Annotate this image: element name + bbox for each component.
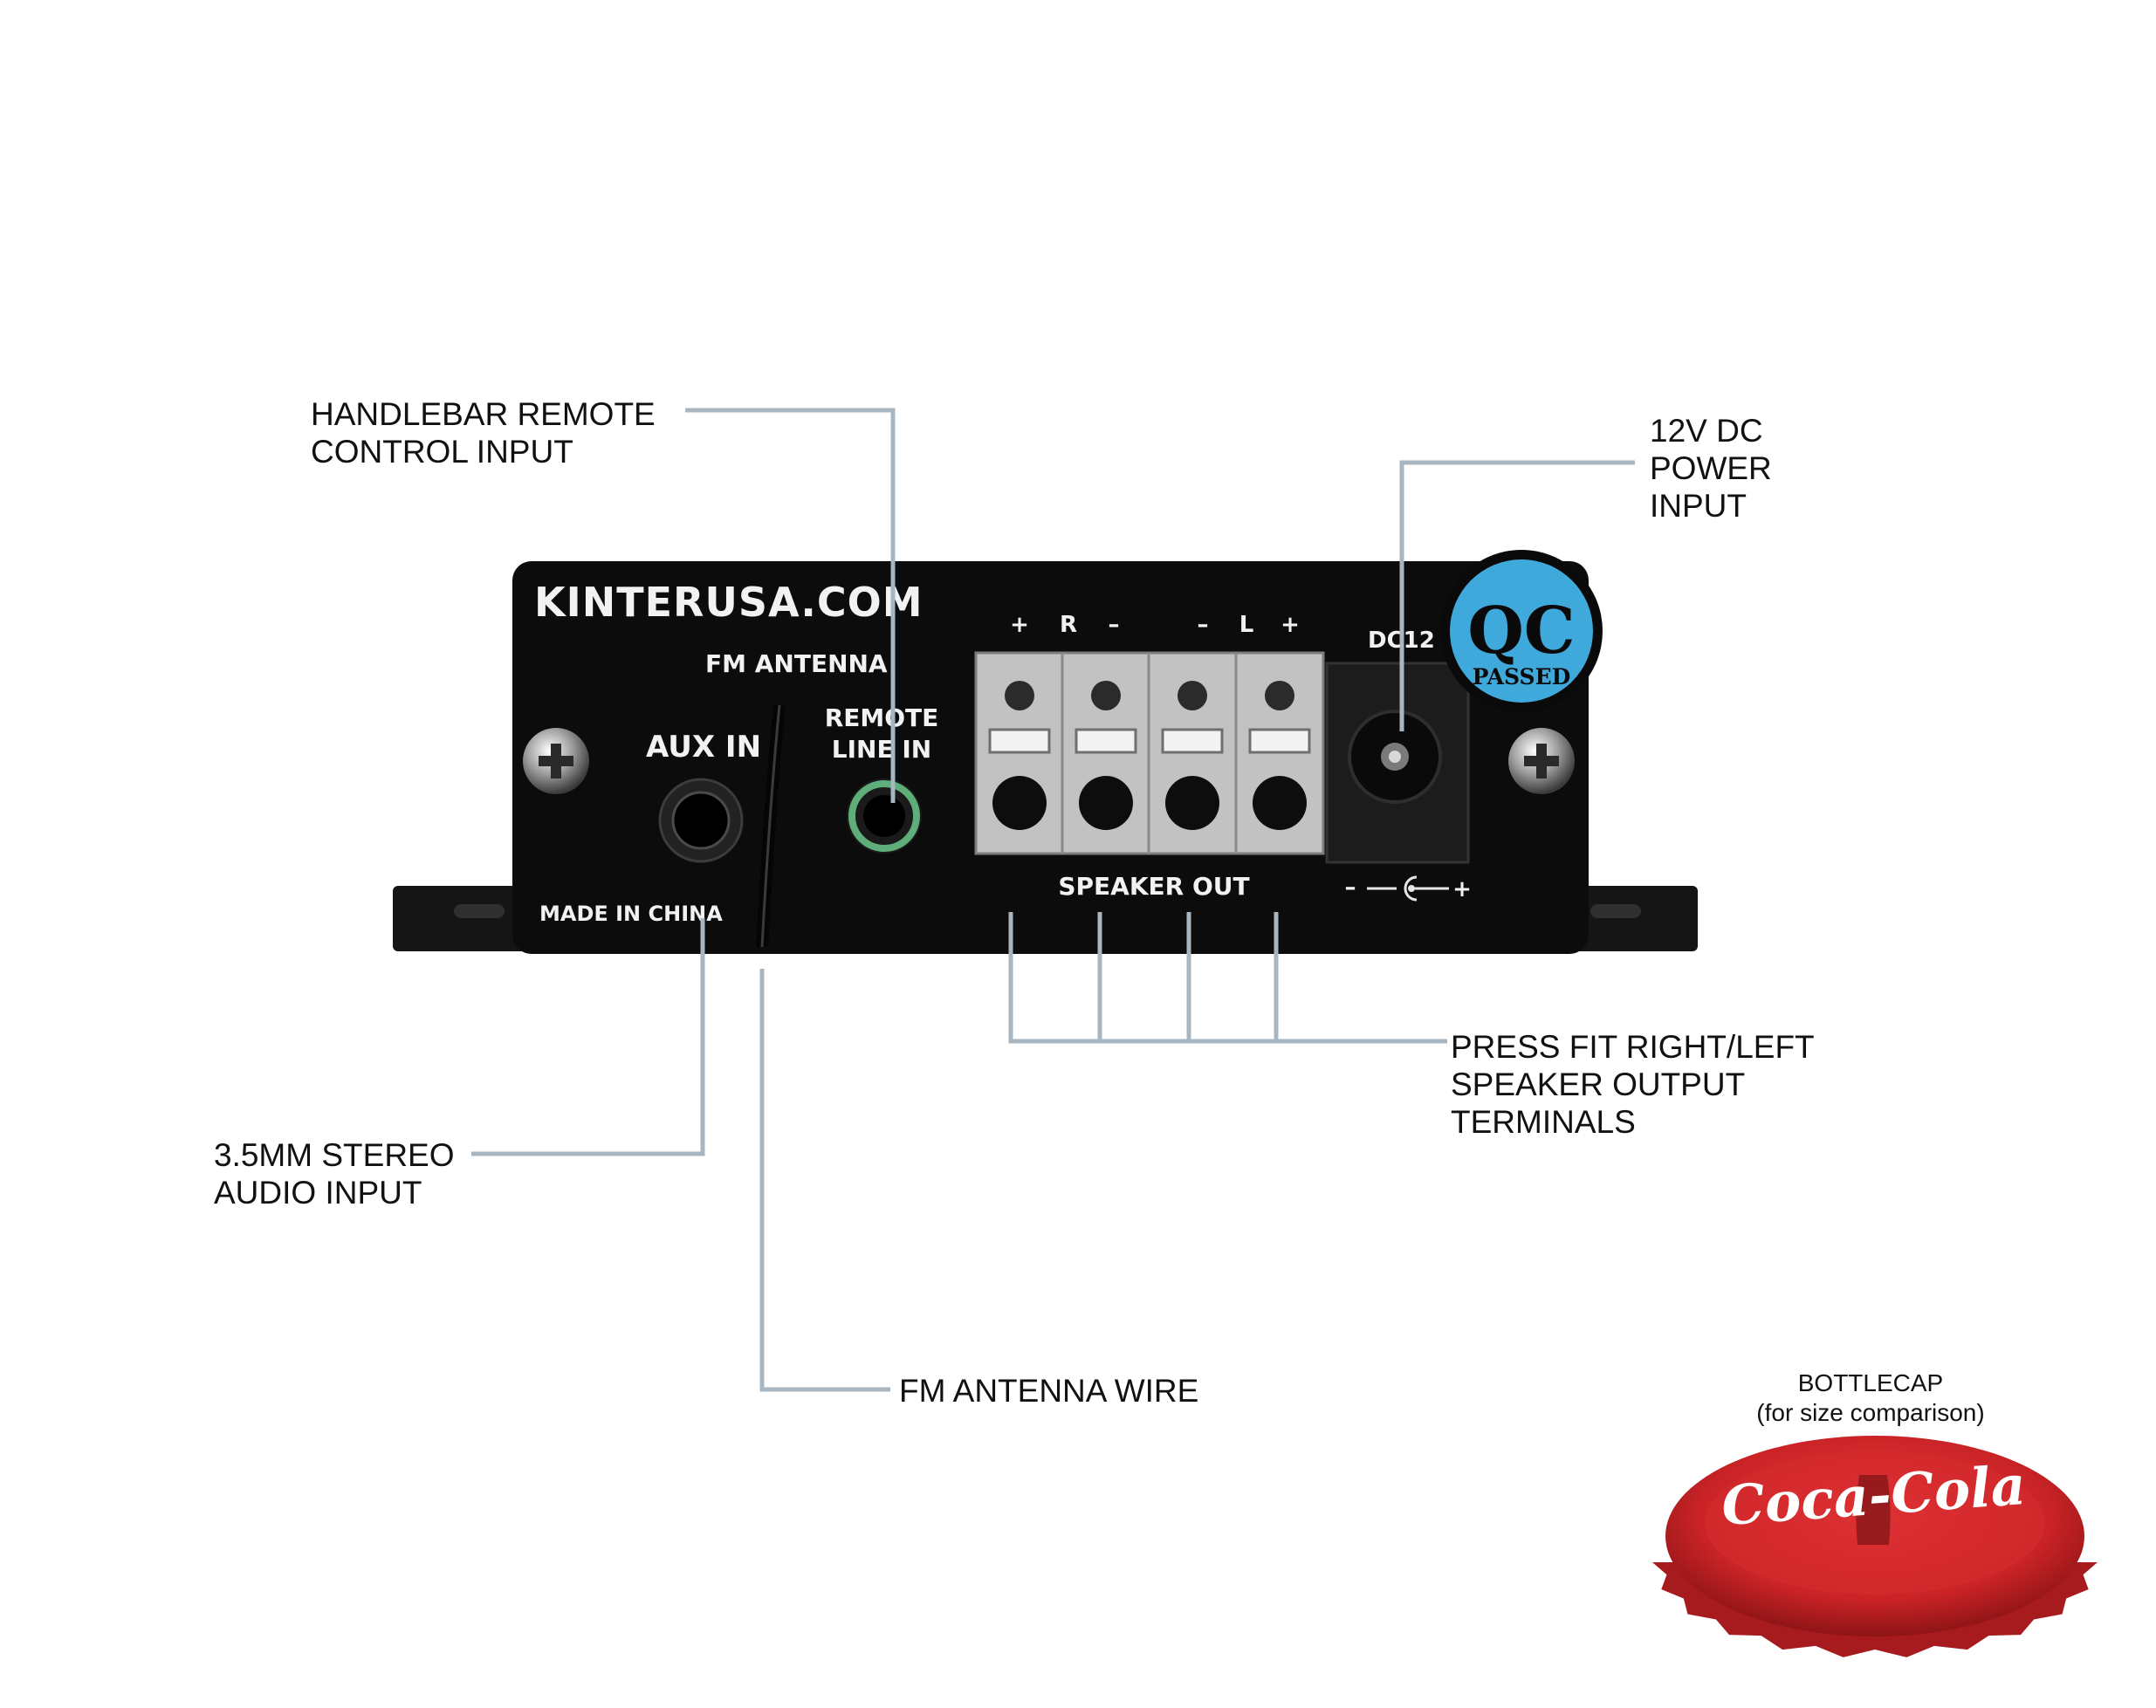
terminal-sign-r: R xyxy=(1060,612,1077,638)
callout-power-line2: POWER xyxy=(1650,450,1772,486)
brand-text: KINTERUSA.COM xyxy=(534,579,924,626)
callout-power-line3: INPUT xyxy=(1650,488,1747,524)
speaker-terminal xyxy=(988,681,1051,830)
callout-stereo-line1: 3.5MM STEREO xyxy=(214,1137,455,1173)
callout-stereo-input: 3.5MM STEREO AUDIO INPUT xyxy=(214,1137,455,1211)
screw-right xyxy=(1508,728,1575,794)
speaker-terminal xyxy=(1248,681,1311,830)
leader-power-input xyxy=(1399,460,1635,731)
leader-handlebar-remote xyxy=(685,408,896,803)
qc-text: QC xyxy=(1467,593,1575,669)
callout-handlebar-line1: HANDLEBAR REMOTE xyxy=(311,396,656,432)
leader-speaker-main xyxy=(1008,912,1447,1044)
dc-power-jack xyxy=(1325,662,1470,864)
callout-handlebar-remote: HANDLEBAR REMOTE CONTROL INPUT xyxy=(311,396,656,470)
bottlecap-label-line2: (for size comparison) xyxy=(1756,1399,1984,1426)
flange-slot-right xyxy=(1590,904,1641,918)
callout-speaker-line2: SPEAKER OUTPUT xyxy=(1451,1067,1745,1102)
leader-antenna-wire xyxy=(759,969,890,1392)
speaker-terminal-block xyxy=(974,651,1325,855)
polarity-minus: – xyxy=(1345,875,1356,901)
speaker-terminal xyxy=(1161,681,1224,830)
terminal-sign-l-minus: – xyxy=(1198,612,1209,638)
bottlecap-image: Coca-Cola xyxy=(1652,1436,2098,1657)
polarity-symbol: – + xyxy=(1345,875,1472,902)
made-in-label: MADE IN CHINA xyxy=(539,902,723,926)
leader-stereo-input xyxy=(471,918,705,1156)
leader-lines xyxy=(471,408,1635,1392)
callout-speaker-terminals: PRESS FIT RIGHT/LEFT SPEAKER OUTPUT TERM… xyxy=(1451,1029,1815,1140)
terminal-sign-r-plus: + xyxy=(1010,612,1029,638)
callout-power-input: 12V DC POWER INPUT xyxy=(1650,413,1772,524)
remote-label-line1: REMOTE xyxy=(825,703,939,732)
speaker-out-label: SPEAKER OUT xyxy=(1058,872,1249,901)
callout-antenna-wire: FM ANTENNA WIRE xyxy=(899,1373,1198,1409)
terminal-sign-l-plus: + xyxy=(1281,612,1300,638)
callout-speaker-line1: PRESS FIT RIGHT/LEFT xyxy=(1451,1029,1815,1065)
callout-stereo-line2: AUDIO INPUT xyxy=(214,1175,422,1211)
bottlecap-label-line1: BOTTLECAP xyxy=(1798,1369,1943,1396)
terminal-sign-l: L xyxy=(1239,612,1254,638)
aux-in-label: AUX IN xyxy=(646,730,761,765)
polarity-plus: + xyxy=(1452,876,1472,902)
remote-line-in-jack xyxy=(847,779,922,854)
remote-label-line2: LINE IN xyxy=(832,735,931,764)
bottlecap-comparison: BOTTLECAP (for size comparison) Coca-Col… xyxy=(1652,1369,2098,1657)
terminal-sign-r-minus: – xyxy=(1109,612,1120,638)
screw-left xyxy=(523,728,589,794)
callout-handlebar-line2: CONTROL INPUT xyxy=(311,434,573,470)
qc-sticker: QC PASSED xyxy=(1440,550,1603,712)
terminal-signs: + R – – L + xyxy=(1010,612,1300,638)
fm-antenna-label: FM ANTENNA xyxy=(705,649,888,678)
callout-power-line1: 12V DC xyxy=(1650,413,1763,449)
speaker-terminal xyxy=(1075,681,1137,830)
flange-slot-left xyxy=(454,904,505,918)
amplifier-device: KINTERUSA.COM FM ANTENNA AUX IN REMOTE L… xyxy=(393,550,1698,954)
qc-passed-text: PASSED xyxy=(1473,664,1571,689)
callout-speaker-line3: TERMINALS xyxy=(1451,1104,1636,1140)
aux-in-jack xyxy=(658,778,744,863)
